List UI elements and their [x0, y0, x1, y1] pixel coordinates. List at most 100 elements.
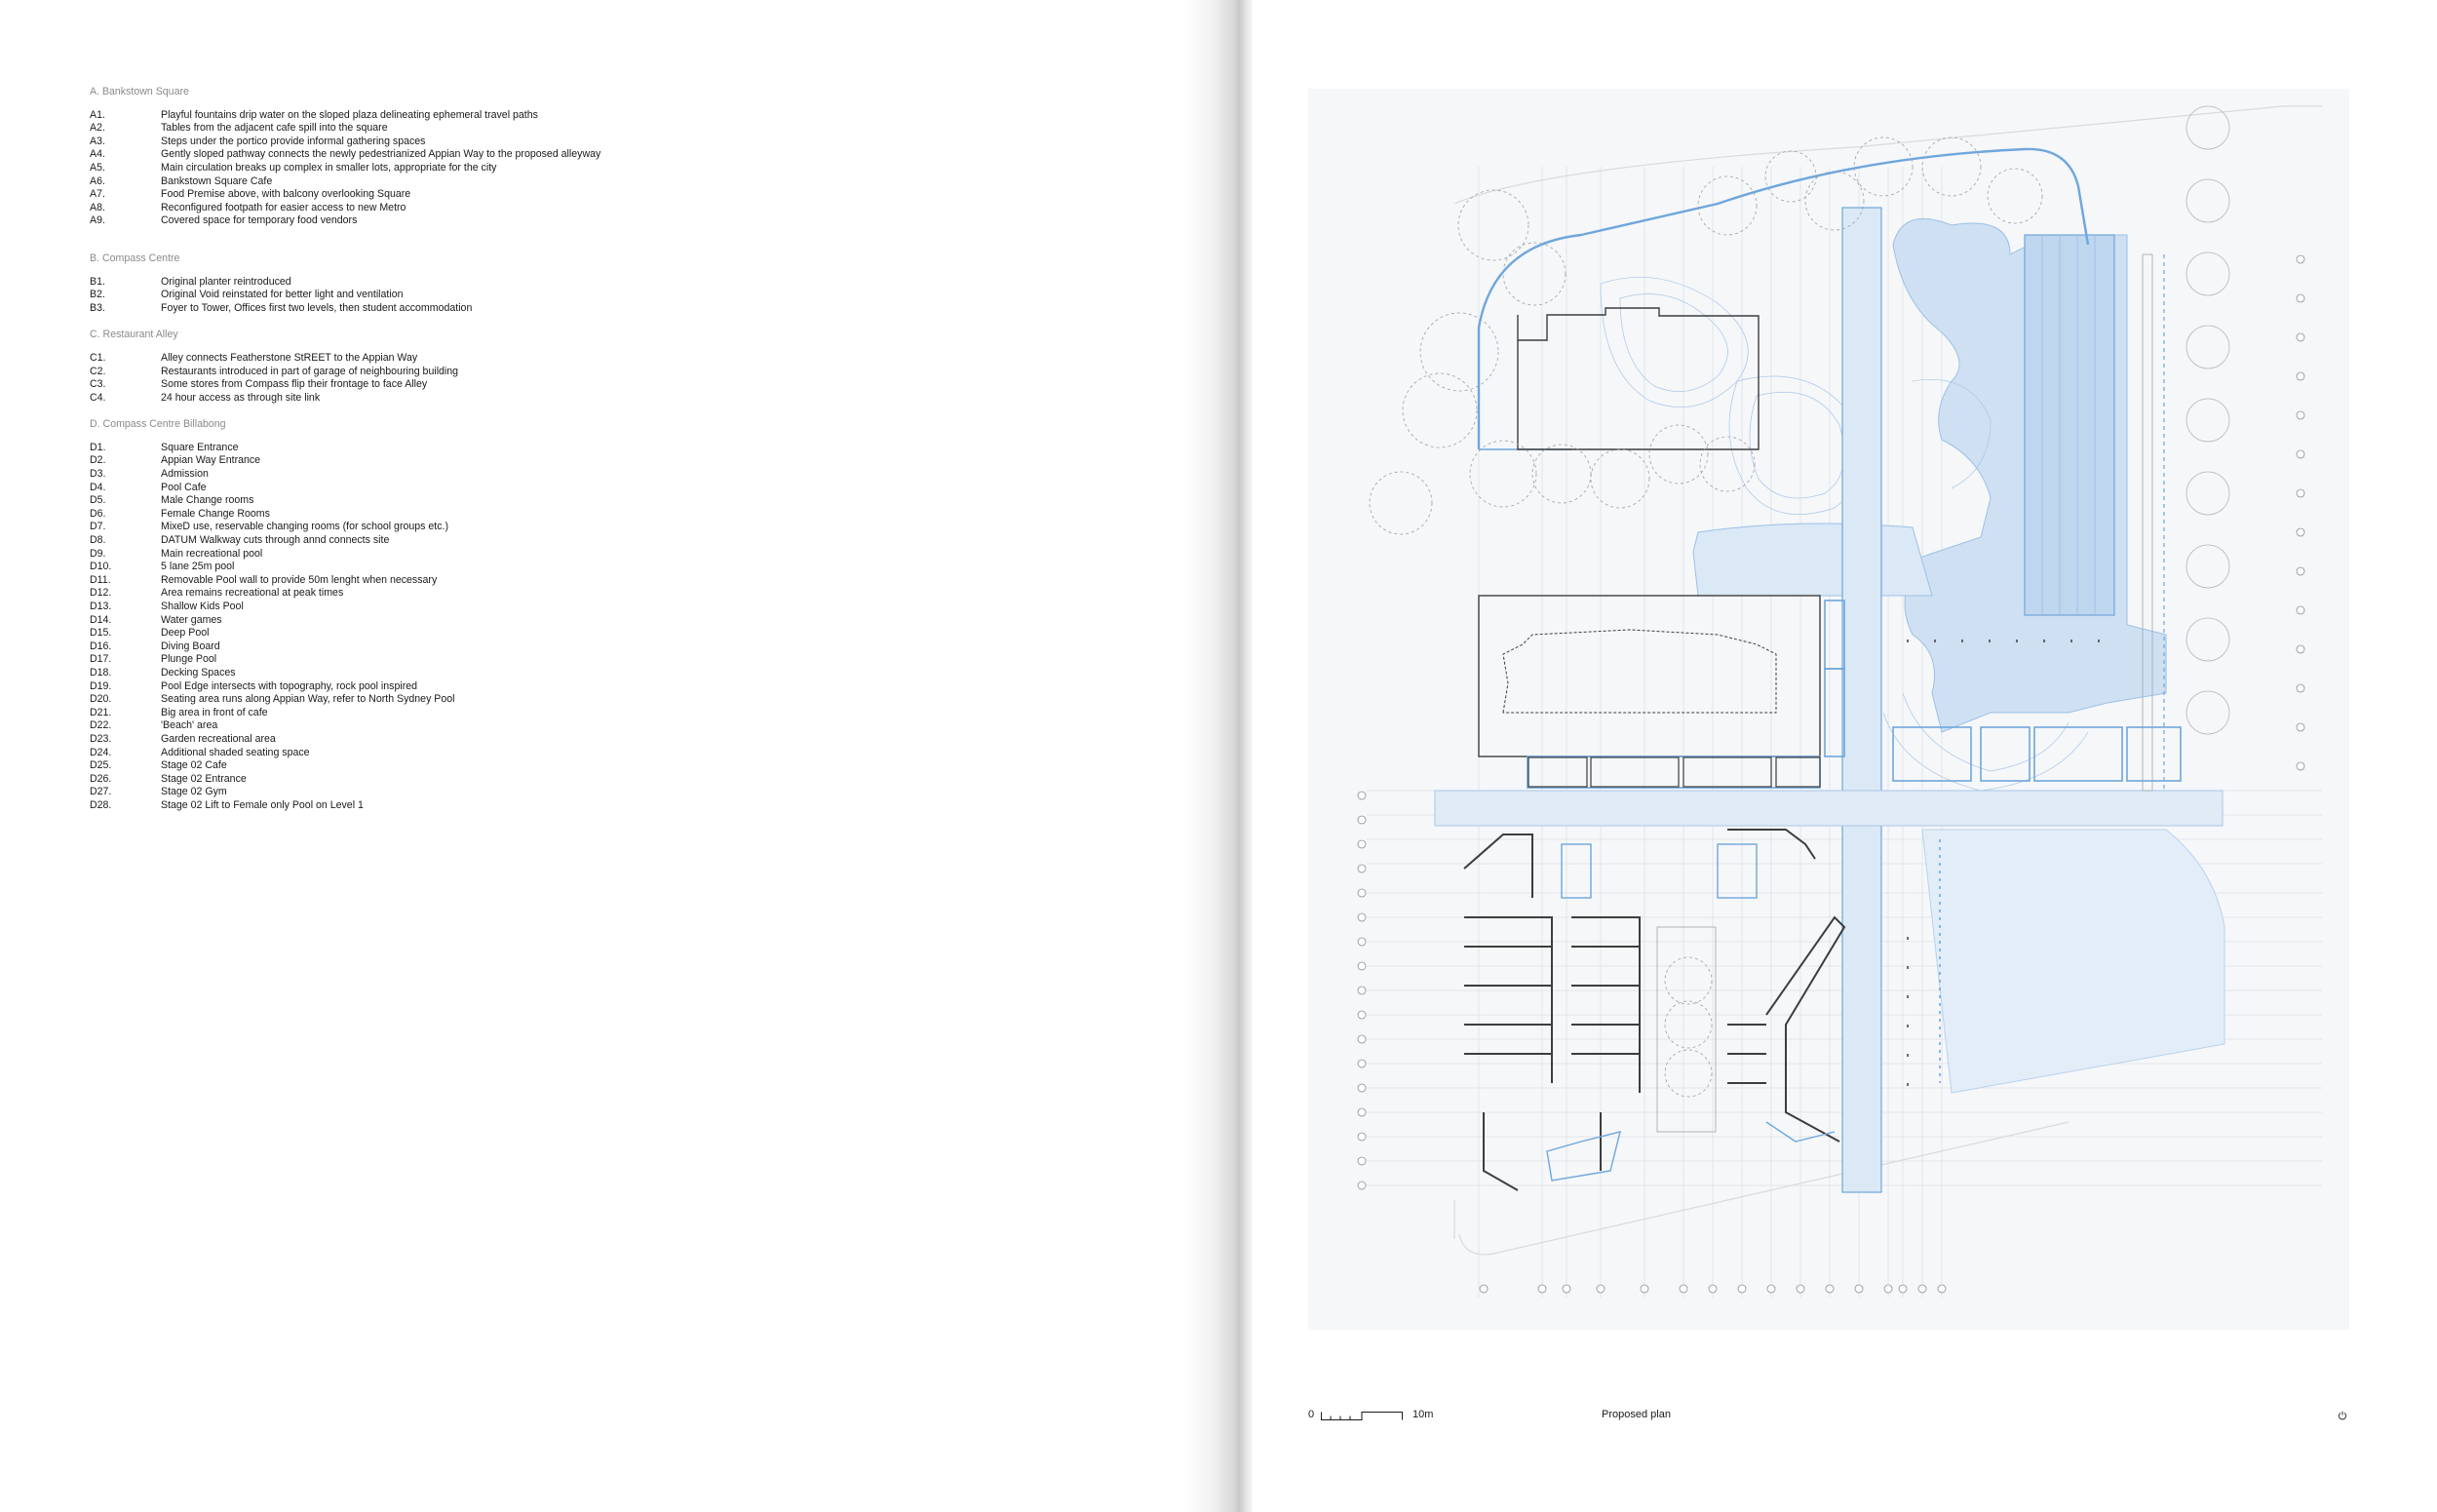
- legend-section-title: A. Bankstown Square: [90, 86, 189, 97]
- compass-centre-building: [1478, 595, 1821, 757]
- legend-item-text: Female Change Rooms: [161, 507, 270, 520]
- legend-item: A2.Tables from the adjacent cafe spill i…: [90, 122, 1162, 136]
- legend-item: A5. Main circulation breaks up complex in…: [90, 162, 1162, 175]
- legend-item-code: D14.: [90, 613, 112, 626]
- legend-item-text: Male Change rooms: [161, 494, 254, 507]
- lower-retail-blocks: [1463, 829, 1846, 1191]
- legend-item-code: D21.: [90, 706, 112, 718]
- legend-item-code: D10.: [90, 561, 112, 573]
- power-icon: [2338, 1411, 2347, 1420]
- legend-section-title: D. Compass Centre Billabong: [90, 418, 226, 431]
- legend-item: C1. Alley connects Featherstone StREET to…: [90, 352, 1162, 366]
- legend-item-code: D5.: [90, 494, 106, 507]
- legend-item: D8.DATUM Walkway cuts through annd conne…: [90, 534, 1162, 548]
- legend-item: D20. Seating area runs along Appian Way, …: [90, 693, 1162, 707]
- legend-item-text: Stage 02 Gym: [161, 786, 227, 798]
- column-dots: [1907, 640, 2100, 1086]
- legend-item-code: A1.: [90, 108, 105, 121]
- legend-item-text: 24 hour access as through site link: [161, 391, 321, 404]
- legend-item-text: Area remains recreational at peak times: [161, 587, 344, 600]
- legend-item-code: D28.: [90, 798, 112, 811]
- legend-item-code: D3.: [90, 468, 106, 481]
- legend-item: D15. Deep Pool: [90, 627, 1162, 640]
- legend-item-text: Pool Cafe: [161, 481, 207, 493]
- legend-item-text: Alley connects Featherstone StREET to th…: [161, 351, 418, 364]
- scale-bar-zero-label: 0: [1308, 1409, 1315, 1420]
- legend-item-text: Pool Edge intersects with topography, ro…: [161, 679, 418, 692]
- legend-item-code: A8.: [90, 201, 105, 213]
- legend-item: D1.Square Entrance: [90, 442, 1162, 455]
- legend-item-code: D25.: [90, 759, 112, 772]
- legend-item: D12. Area remains recreational at peak ti…: [90, 587, 1162, 601]
- legend-item-code: C3.: [90, 378, 106, 391]
- legend-item: B1.Original planter reintroduced: [90, 276, 1162, 290]
- scale-bar-end-label: 10m: [1412, 1409, 1434, 1420]
- legend-item-text: 5 lane 25m pool: [161, 561, 235, 573]
- legend-item-text: Main circulation breaks up complex in sm…: [161, 161, 497, 174]
- topography-contours: [1600, 276, 2089, 792]
- legend-item-text: Square Entrance: [161, 441, 239, 453]
- street-trees: [2186, 105, 2230, 735]
- book-gutter-shadow: [1184, 0, 1253, 1512]
- legend-item-code: A5.: [90, 161, 105, 174]
- legend-item-code: A4.: [90, 148, 105, 161]
- legend-item: B2.Original Void reinstated for better l…: [90, 289, 1162, 302]
- legend-item-text: Additional shaded seating space: [161, 746, 310, 758]
- legend-item-text: Deep Pool: [161, 627, 210, 640]
- beach-area: [1921, 829, 2225, 1094]
- legend-item-text: Seating area runs along Appian Way, refe…: [161, 693, 455, 706]
- legend-item: C4. 24 hour access as through site link: [90, 392, 1162, 406]
- legend-item: A4. Gently sloped pathway connects the ne…: [90, 148, 1162, 162]
- legend-item-code: D12.: [90, 587, 112, 600]
- legend-item-code: C4.: [90, 391, 106, 404]
- legend-item: A7.Food Premise above, with balcony over…: [90, 188, 1162, 202]
- legend-item-code: D27.: [90, 786, 112, 798]
- compass-tower-footprint: [1517, 307, 1760, 450]
- legend-item: A1. Playful fountains drip water on the s…: [90, 109, 1162, 123]
- legend-item-text: Steps under the portico provide informal…: [161, 135, 426, 147]
- legend-item: C3. Some stores from Compass flip their f…: [90, 378, 1162, 392]
- legend-item-code: B1.: [90, 275, 105, 288]
- legend-item-code: D20.: [90, 693, 112, 706]
- legend-item: D5. Male Change rooms: [90, 494, 1162, 508]
- legend-section-title: B. Compass Centre: [90, 252, 180, 264]
- legend-item-text: Diving Board: [161, 640, 220, 652]
- legend-item-text: Garden recreational area: [161, 732, 276, 745]
- legend-item-code: B2.: [90, 289, 105, 301]
- legend-item-text: Playful fountains drip water on the slop…: [161, 108, 538, 121]
- legend-item: A3. Steps under the portico provide infor…: [90, 136, 1162, 149]
- legend-item-code: A3.: [90, 135, 105, 147]
- site-plan-svg: [1357, 105, 2322, 1298]
- legend-item: D16.Diving Board: [90, 640, 1162, 654]
- legend-item: B3.Foyer to Tower, Offices first two lev…: [90, 302, 1162, 316]
- datum-walkway-vertical: [1841, 207, 1882, 1193]
- legend-item: D4.Pool Cafe: [90, 482, 1162, 495]
- legend-item-code: D6.: [90, 507, 106, 520]
- legend-item-code: A6.: [90, 174, 105, 187]
- legend-item-text: Bankstown Square Cafe: [161, 174, 273, 187]
- legend-item-code: C1.: [90, 351, 106, 364]
- trees: [1369, 136, 2043, 1098]
- legend-item-text: Stage 02 Entrance: [161, 772, 247, 785]
- legend-item-text: Gently sloped pathway connects the newly…: [161, 148, 601, 161]
- legend-item-text: 'Beach' area: [161, 719, 218, 732]
- legend-item-code: D15.: [90, 627, 112, 640]
- legend-item: C2.Restaurants introduced in part of gar…: [90, 366, 1162, 379]
- legend-item: D17.Plunge Pool: [90, 653, 1162, 667]
- legend-item-code: D11.: [90, 573, 111, 586]
- legend-item: D21.Big area in front of cafe: [90, 707, 1162, 720]
- legend-item-code: B3.: [90, 301, 105, 314]
- legend-section-title: C. Restaurant Alley: [90, 329, 178, 341]
- legend-item: D6. Female Change Rooms: [90, 508, 1162, 522]
- legend-item-text: Main recreational pool: [161, 547, 263, 560]
- drawing-caption: Proposed plan: [1602, 1409, 1671, 1420]
- legend-item: A8.Reconfigured footpath for easier acce…: [90, 202, 1162, 215]
- legend-item-text: Some stores from Compass flip their fron…: [161, 378, 428, 391]
- legend-item: D7.MixeD use, reservable changing rooms …: [90, 521, 1162, 534]
- legend-item: D2.Appian Way Entrance: [90, 454, 1162, 468]
- legend-item-text: DATUM Walkway cuts through annd connects…: [161, 534, 390, 547]
- legend-item-code: D22.: [90, 719, 112, 732]
- legend-item-text: Removable Pool wall to provide 50m lengh…: [161, 573, 438, 586]
